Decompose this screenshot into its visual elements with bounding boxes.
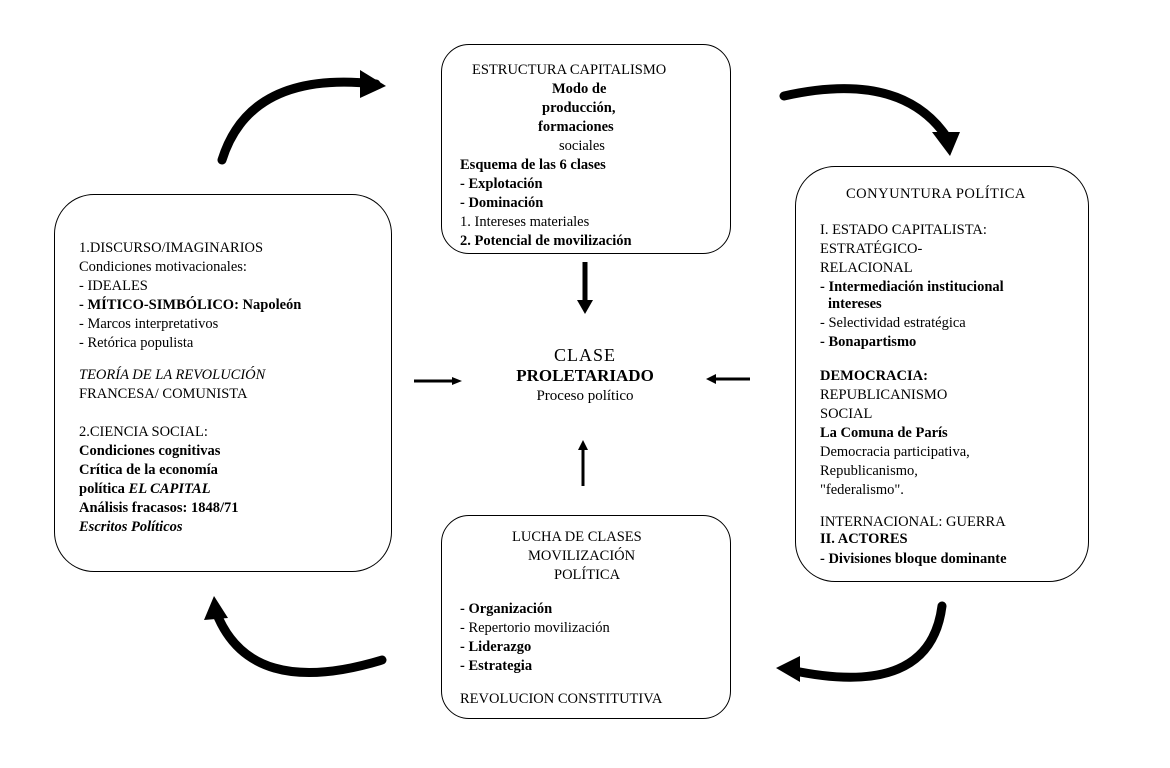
curved-arrow-top-left [217,77,381,165]
arrow-bottom-to-center-head [578,440,588,450]
right-box-line: "federalismo". [820,482,904,498]
bottom-box-footer: REVOLUCION CONSTITUTIVA [460,691,663,707]
right-box-line: La Comuna de París [820,425,948,441]
left-box-line: - Retórica populista [79,335,194,351]
curved-arrow-top-right [779,84,951,141]
right-box-line: - Intermediación institucional [820,279,1004,295]
bottom-box-item: - Organización [460,601,553,617]
right-box-line: DEMOCRACIA: [820,368,928,384]
el-capital-text: EL CAPITAL [128,481,211,497]
right-box-title: CONYUNTURA POLÍTICA [846,186,1026,202]
bottom-box-item: - Liderazgo [460,639,532,655]
center-line-proceso: Proceso político [536,388,634,404]
left-box-line: Crítica de la economía [79,462,218,478]
left-box-line: Condiciones cognitivas [79,443,221,459]
right-box-line: II. ACTORES [820,531,908,547]
left-box-line: - Marcos interpretativos [79,316,219,332]
left-box-line: Condiciones motivacionales: [79,259,247,275]
left-box-line: FRANCESA/ COMUNISTA [79,386,248,402]
box-estructura-capitalismo: ESTRUCTURA CAPITALISMO Modo de producció… [441,44,731,254]
arrow-right-to-center-head [706,374,716,384]
arrow-top-to-center-head [577,300,593,314]
right-box-line: - Selectividad estratégica [820,315,966,331]
left-box-text: política [79,481,129,497]
center-line-proletariado: PROLETARIADO [516,366,654,385]
left-box-line: Escritos Políticos [79,519,183,535]
bottom-box-title: MOVILIZACIÓN [528,548,636,564]
left-box-line: - MÍTICO-SIMBÓLICO: Napoleón [79,297,302,313]
top-box-line: 1. Intereses materiales [460,214,590,230]
bottom-box-item: - Repertorio movilización [460,620,610,636]
bottom-box-item: - Estrategia [460,658,533,674]
right-box-line: - Bonapartismo [820,334,917,350]
top-box-line: Modo de [552,81,607,97]
top-box-line: formaciones [538,119,614,135]
right-box-line: Republicanismo, [820,463,918,479]
right-box-line: SOCIAL [820,406,873,422]
right-box-line: RELACIONAL [820,260,913,276]
left-box-line: TEORÍA DE LA REVOLUCIÓN [79,367,266,383]
right-box-line: INTERNACIONAL: GUERRA [820,514,1006,530]
box-coyuntura-politica: CONYUNTURA POLÍTICA I. ESTADO CAPITALIST… [795,166,1089,582]
bottom-box-title: POLÍTICA [554,567,621,583]
top-box-line: - Explotación [460,176,543,192]
curved-arrow-top-left-head [360,70,386,98]
right-box-line: REPUBLICANISMO [820,387,948,403]
top-box-line: sociales [559,138,605,154]
curved-arrow-bottom-left-head [204,596,228,620]
box-lucha-de-clases: LUCHA DE CLASES MOVILIZACIÓN POLÍTICA - … [441,515,731,719]
left-box-line: - IDEALES [79,278,148,294]
top-box-line: - Dominación [460,195,544,211]
right-box-line: - Divisiones bloque dominante [820,551,1007,567]
box-discurso-ciencia-social: 1.DISCURSO/IMAGINARIOS Condiciones motiv… [54,194,392,572]
top-box-line: 2. Potencial de movilización [460,233,632,249]
left-box-line: 2.CIENCIA SOCIAL: [79,424,208,440]
curved-arrow-bottom-left [211,607,387,677]
top-box-title: ESTRUCTURA CAPITALISMO [472,62,667,78]
center-label: CLASE PROLETARIADO Proceso político [480,344,690,406]
center-line-clase: CLASE [553,345,616,365]
right-box-line: I. ESTADO CAPITALISTA: [820,222,987,238]
right-box-line: intereses [828,296,882,312]
bottom-box-title: LUCHA DE CLASES [512,529,642,545]
curved-arrow-bottom-right [785,601,947,682]
right-box-line: ESTRATÉGICO- [820,241,923,257]
left-box-line: 1.DISCURSO/IMAGINARIOS [79,240,264,256]
right-box-line: Democracia participativa, [820,444,970,460]
curved-arrow-bottom-right-head [776,656,800,682]
arrow-left-to-center-head [452,377,462,385]
top-box-line: Esquema de las 6 clases [460,157,606,173]
left-box-line-capital: política EL CAPITAL [79,480,211,499]
top-box-line: producción, [542,100,616,116]
left-box-line: Análisis fracasos: 1848/71 [79,500,239,516]
curved-arrow-top-right-head [932,132,960,156]
